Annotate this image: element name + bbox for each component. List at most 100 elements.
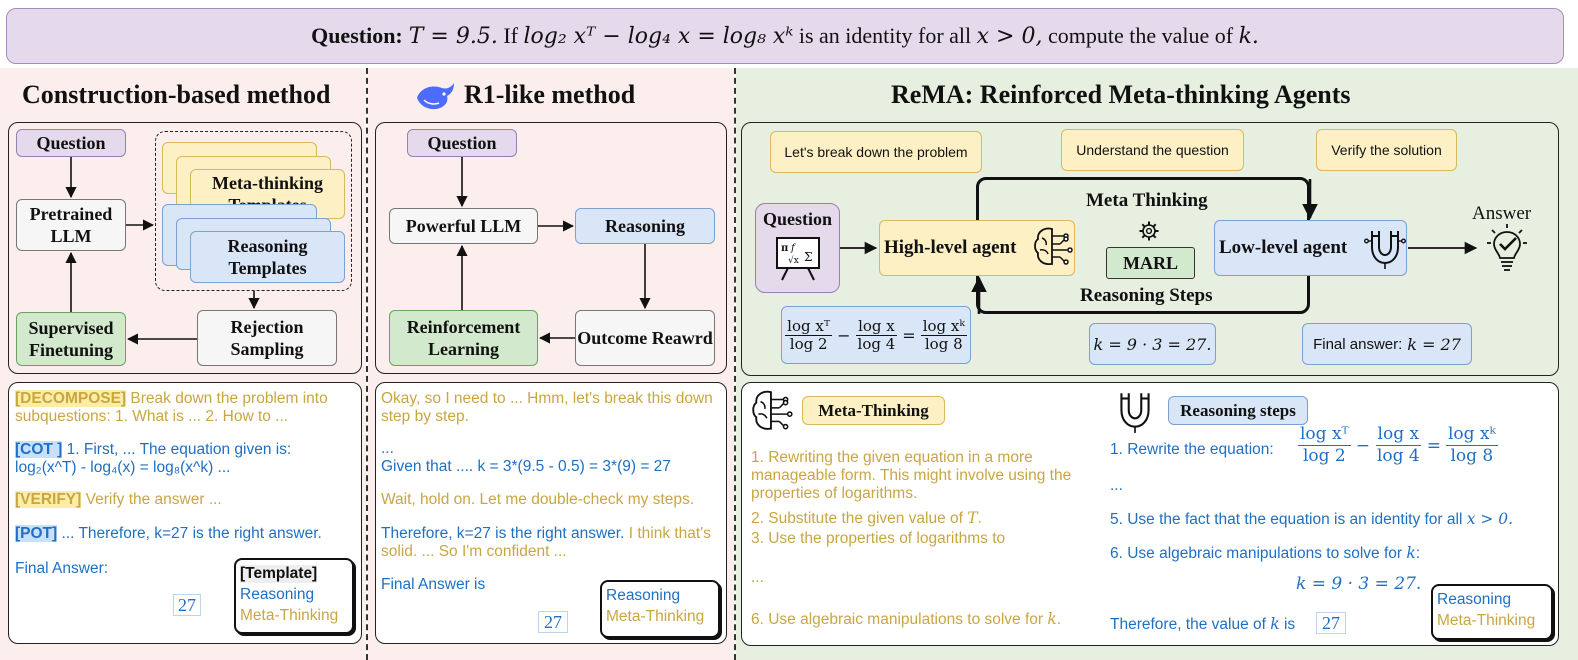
pot-tag: [POT]: [15, 525, 58, 542]
meta-step-2-var: T: [967, 509, 978, 527]
svg-text:f: f: [790, 243, 797, 254]
r1-legend-meta-thinking: Meta-Thinking: [606, 608, 705, 625]
question-variable-k: k.: [1238, 23, 1259, 49]
reason-step-5-text: 5. Use the fact that the equation is an …: [1110, 511, 1467, 528]
lightbulb-check-icon: [1487, 224, 1527, 271]
reason-step-6-text: 6. Use algebraic manipulations to solve …: [1110, 545, 1407, 562]
reason-calc: k = 9 · 3 = 27.: [1296, 574, 1422, 594]
pot-line: [POT] ... Therefore, k=27 is the right a…: [15, 525, 357, 543]
powerful-llm-node: Powerful LLM: [389, 208, 538, 244]
r1-title: R1-like method: [464, 80, 636, 109]
panel-divider-2: [734, 68, 736, 660]
decompose-tag: [DECOMPOSE]: [15, 390, 127, 407]
eq-minus: −: [837, 325, 851, 345]
whale-logo-icon: [417, 83, 454, 110]
r1-final-value: 27: [538, 611, 568, 633]
reason-eq-mid-den: log 4: [1376, 446, 1420, 466]
decompose-text: Break down the problem into subquestions…: [15, 390, 328, 425]
gear-icon: [1139, 221, 1159, 241]
meta-step-6-text: 6. Use algebraic manipulations to solve …: [751, 611, 1048, 628]
question-equation: log₂ xᵀ − log₄ x = log₈ xᵏ: [523, 23, 794, 49]
r1-therefore-reasoning: Therefore, k=27 is the right answer.: [381, 525, 625, 542]
r1-arrows: [456, 157, 651, 344]
reason-step-5: 5. Use the fact that the equation is an …: [1110, 510, 1556, 529]
r1-line-wait: Wait, hold on. Let me double-check my st…: [381, 491, 695, 508]
question-T-value: T = 9.5.: [408, 23, 498, 49]
low-level-agent-node: [1214, 220, 1407, 276]
r1-line-okay: Okay, so I need to ... Hmm, let's break …: [381, 390, 713, 425]
meta-step-3: 3. Use the properties of logarithms to: [751, 530, 1006, 547]
reason-step-6: 6. Use algebraic manipulations to solve …: [1110, 544, 1556, 563]
low-level-agent-label: Low-level agent: [1219, 237, 1348, 258]
meta-step-1: 1. Rewriting the given equation in a mor…: [751, 449, 1072, 502]
magnet-circuit-icon: [1120, 393, 1150, 433]
brain-circuit-icon: [1034, 227, 1073, 266]
reason-final-var: k: [1270, 615, 1280, 633]
reason-eq-rhs-num: log xᵏ: [1445, 424, 1498, 446]
eq-mid-den: log 4: [857, 334, 896, 353]
legend-template: [Template]: [240, 565, 318, 583]
panel-divider-1: [366, 68, 368, 660]
construction-diagram-frame: [8, 122, 362, 374]
reason-eq-mid-num: log x: [1375, 424, 1422, 446]
pretrained-llm-node: Pretrained LLM: [16, 199, 126, 251]
question-condition: x > 0,: [976, 23, 1043, 49]
reasoning-steps-header: Reasoning steps: [1168, 396, 1308, 425]
k-calc-box: k = 9 · 3 = 27.: [1089, 323, 1216, 365]
reason-step-6-end: :: [1415, 545, 1421, 562]
r1-legend: [600, 580, 720, 638]
svg-text:Σ: Σ: [804, 250, 812, 264]
blackboard-math-icon: π f √x Σ: [776, 237, 820, 281]
final-answer-label: Final answer:: [1313, 335, 1403, 353]
reason-final-value: 27: [1316, 612, 1346, 634]
cot-line: [COT ] 1. First, ... The equation given …: [15, 441, 357, 477]
reason-eq-rhs-den: log 8: [1450, 446, 1494, 466]
question-text-if: If: [503, 23, 518, 48]
r1-question-node: Question: [407, 129, 517, 157]
reason-ellipsis: ...: [1110, 477, 1123, 494]
r1-legend-reasoning: Reasoning: [606, 587, 681, 604]
rejection-sampling-node: Rejection Sampling: [197, 310, 337, 366]
construction-final-value: 27: [173, 594, 201, 616]
meta-thinking-label: Meta Thinking: [1082, 190, 1212, 212]
brain-circuit-icon: [752, 390, 793, 430]
svg-text:√x: √x: [788, 255, 799, 266]
construction-arrows: [65, 157, 260, 345]
meta-step-2-end: .: [977, 510, 982, 527]
reason-step-5-math: x > 0.: [1466, 510, 1514, 528]
eq-rhs-den: log 8: [924, 334, 963, 353]
template-group: [155, 131, 352, 291]
meta-thinking-header: Meta-Thinking: [802, 396, 945, 425]
eq-rhs-num: log xᵏ: [920, 316, 967, 336]
verify-text: Verify the answer ...: [81, 491, 222, 508]
rema-title: ReMA: Reinforced Meta-thinking Agents: [891, 80, 1351, 109]
rema-legend-meta-thinking: Meta-Thinking: [1437, 612, 1536, 629]
eq-lhs-den: log 2: [789, 334, 828, 353]
rema-legend: [1431, 584, 1553, 640]
eq-lhs-num: log xᵀ: [785, 316, 833, 336]
reason-final: Therefore, the value of k is: [1110, 615, 1295, 634]
meta-step-6-end: .: [1056, 611, 1062, 628]
reason-eq-lhs-den: log 2: [1302, 446, 1346, 466]
question-banner: Question: T = 9.5. If log₂ xᵀ − log₄ x =…: [6, 8, 1564, 64]
r1-line-therefore: Therefore, k=27 is the right answer. I t…: [381, 525, 721, 561]
outcome-reward-node: Outcome Reawrd: [575, 310, 715, 366]
reason-eq-minus: −: [1355, 435, 1370, 456]
r1-diagram-frame: [375, 122, 727, 374]
reason-step-1: 1. Rewrite the equation:: [1110, 441, 1274, 458]
verify-line: [VERIFY] Verify the answer ...: [15, 491, 357, 509]
rema-question-label: Question: [762, 209, 832, 229]
legend-meta-thinking: Meta-Thinking: [240, 607, 339, 624]
question-text-identity: is an identity for all: [798, 23, 972, 48]
supervised-finetuning-node: Supervised Finetuning: [16, 312, 126, 366]
r1-therefore-meta: I think that's solid. ... So I'm confide…: [381, 525, 711, 560]
question-text-compute: compute the value of: [1047, 23, 1234, 48]
high-level-agent-label: High-level agent: [884, 237, 1017, 258]
